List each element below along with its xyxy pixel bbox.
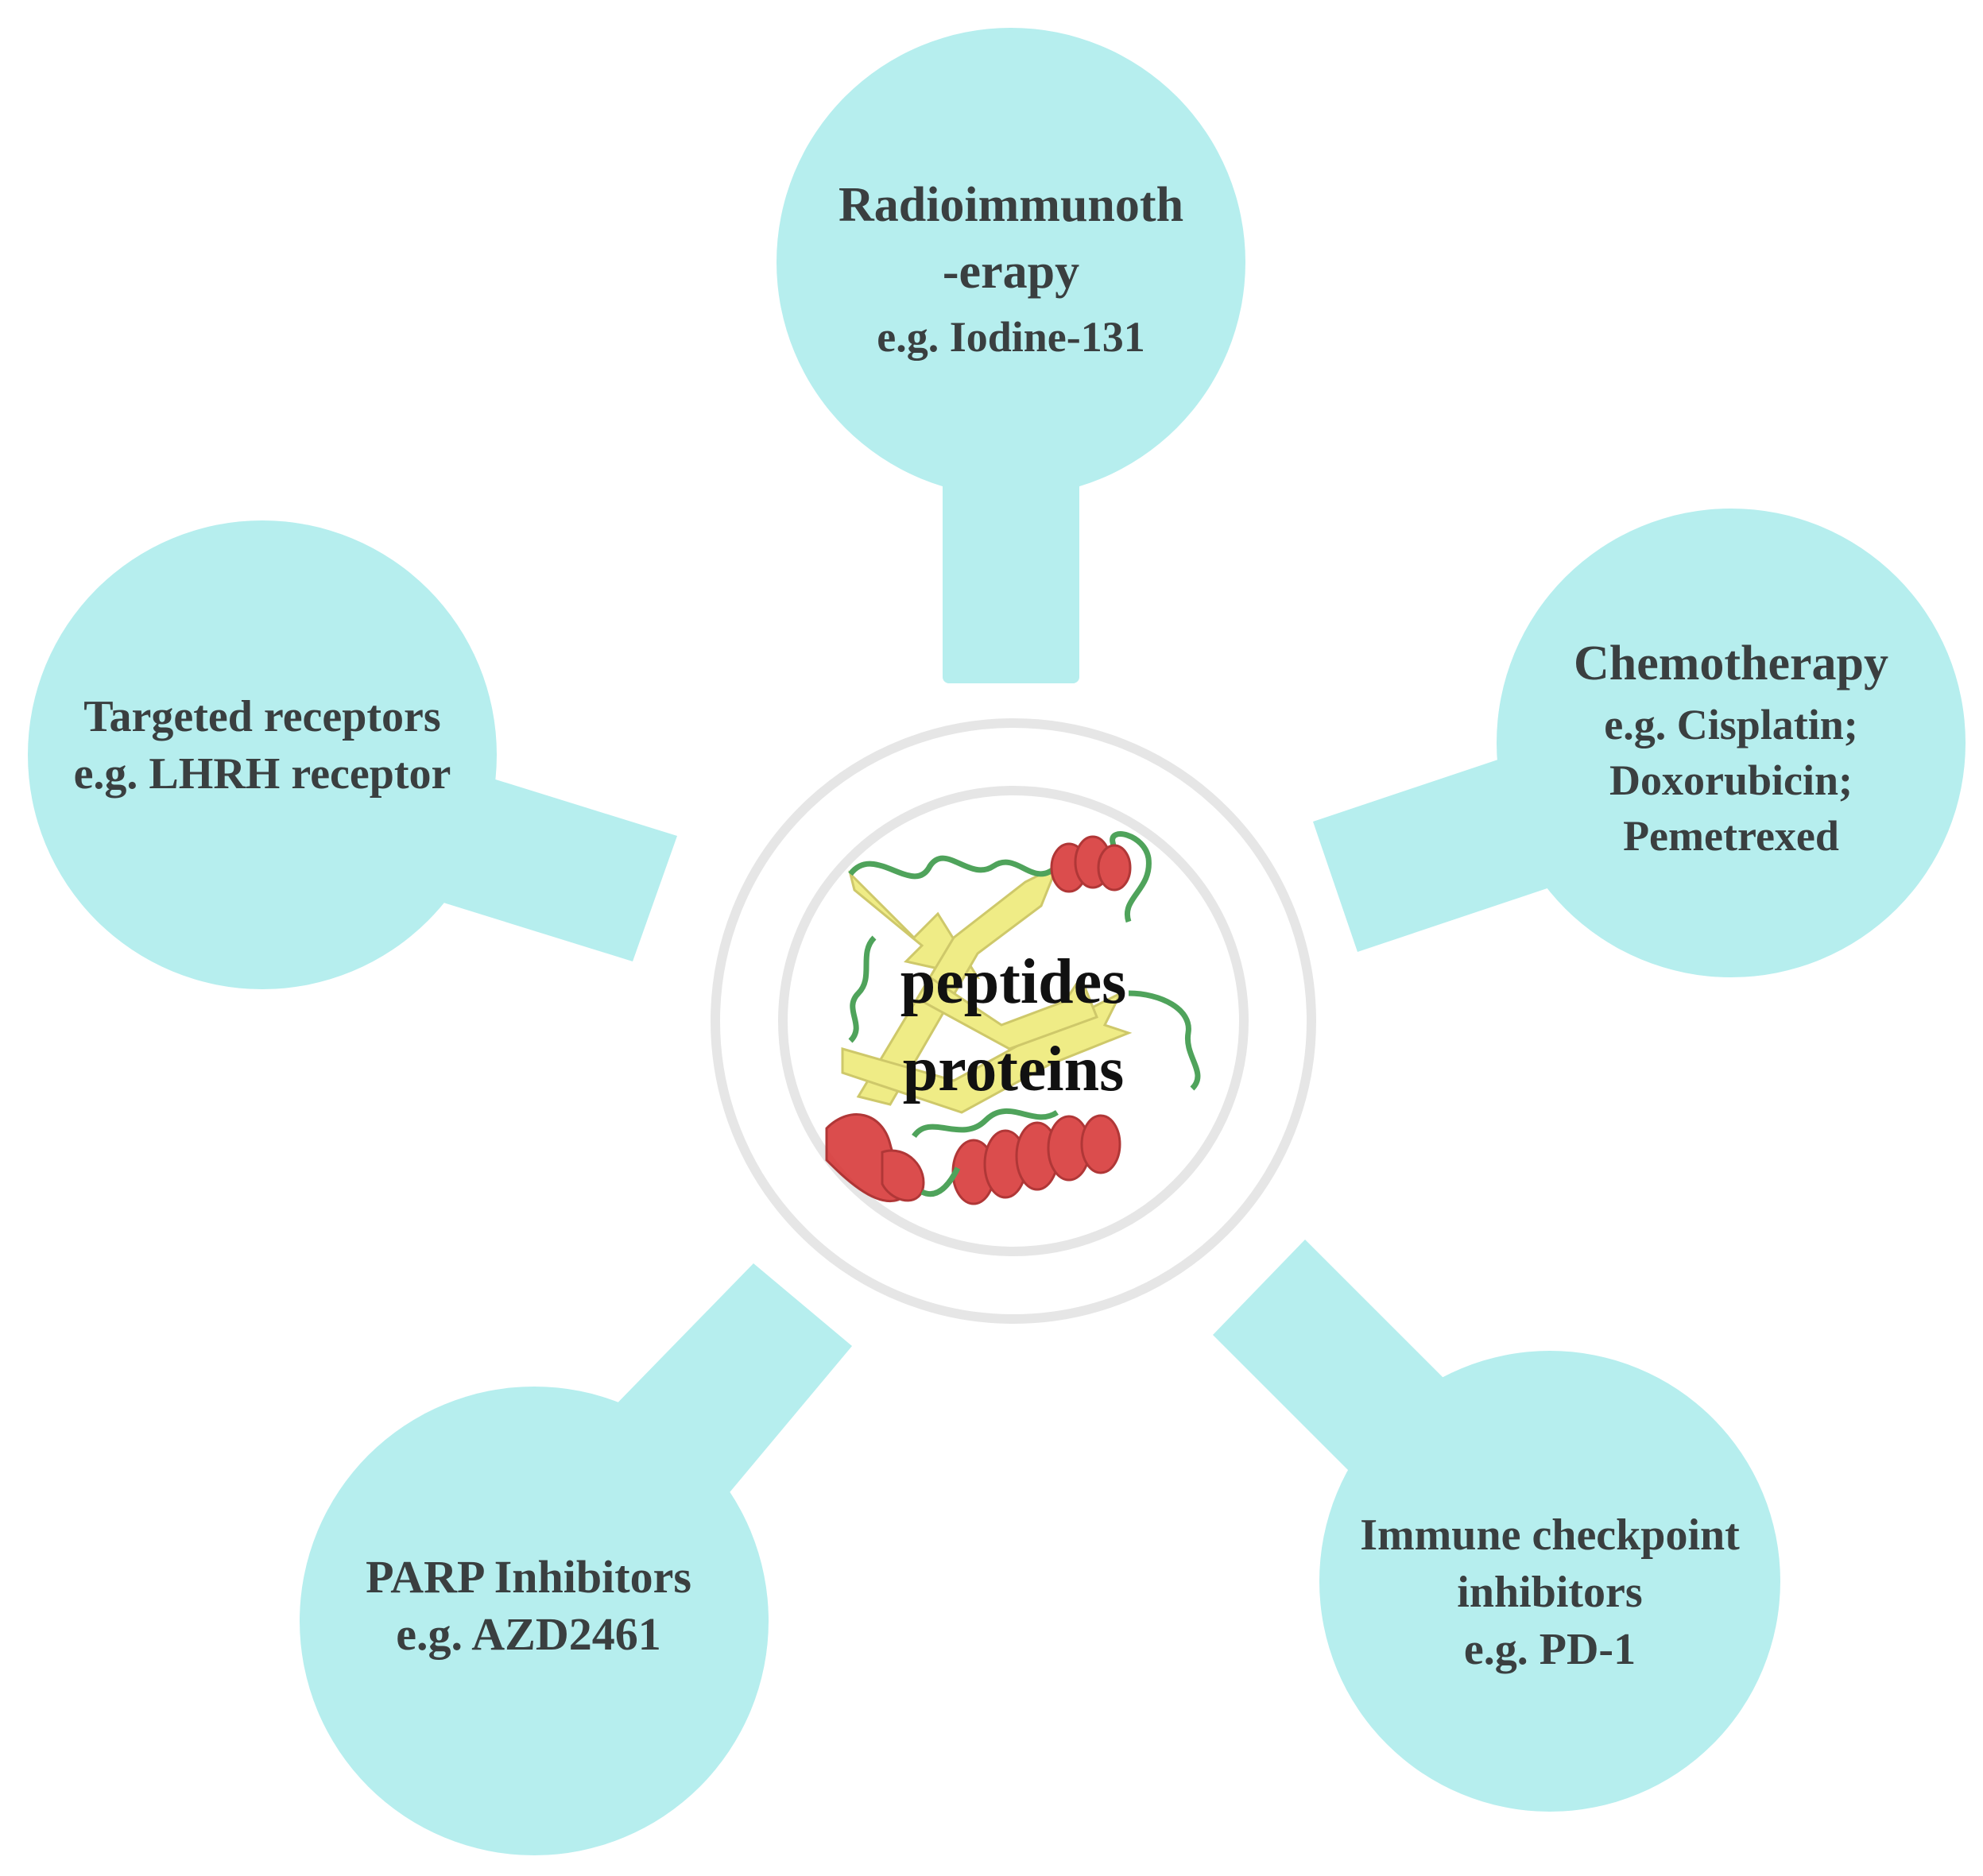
node-example-line3: Pemetrexed	[1623, 812, 1839, 860]
node-stem	[943, 413, 1079, 683]
beta-sheet-3	[841, 990, 1133, 1114]
center-label-proteins: proteins	[903, 1035, 1125, 1104]
node-immune-checkpoint-inhibitors: Immune checkpoint inhibitors e.g. PD-1	[1213, 1240, 1780, 1812]
node-radioimmunotherapy: Radioimmunoth -erapy e.g. Iodine-131	[777, 28, 1245, 683]
loop-5	[912, 1108, 1059, 1139]
outer-ring	[711, 718, 1316, 1324]
node-example: e.g. Iodine-131	[877, 313, 1145, 361]
node-title-line1: Immune checkpoint	[1360, 1510, 1740, 1560]
node-stem	[385, 759, 677, 961]
loop-3	[1128, 990, 1201, 1091]
loop-4	[848, 935, 877, 1043]
protein-ribbon-structure-icon	[825, 831, 1201, 1205]
node-title-line2: inhibitors	[1457, 1568, 1642, 1617]
loop-1	[848, 855, 1059, 880]
loop-6	[920, 1166, 961, 1197]
node-title-line2: -erapy	[943, 245, 1079, 299]
node-title: Chemotherapy	[1574, 636, 1888, 690]
center-label-peptides: peptides	[900, 947, 1127, 1017]
node-example-line1: e.g. Cisplatin;	[1604, 701, 1858, 748]
node-bubble	[28, 520, 497, 989]
node-example: e.g. LHRH receptor	[74, 749, 451, 799]
node-title: PARP Inhibitors	[366, 1551, 691, 1603]
beta-sheet-4	[920, 974, 1098, 1050]
node-stem	[1213, 1240, 1472, 1502]
helix-bottom	[951, 1114, 1121, 1205]
node-example: e.g. AZD2461	[396, 1608, 661, 1660]
node-title: Targeted receptors	[83, 692, 440, 741]
node-bubble	[1319, 1351, 1780, 1812]
node-stem	[574, 1263, 852, 1540]
node-parp-inhibitors: PARP Inhibitors e.g. AZD2461	[300, 1263, 852, 1855]
node-stem	[1313, 731, 1628, 952]
node-bubble	[777, 28, 1245, 497]
center-hub: peptides proteins	[711, 718, 1316, 1324]
helix-left	[825, 1113, 925, 1203]
inner-ring	[778, 786, 1249, 1256]
node-title-line1: Radioimmunoth	[839, 178, 1183, 232]
node-chemotherapy: Chemotherapy e.g. Cisplatin; Doxorubicin…	[1313, 509, 1966, 977]
helix-top	[1050, 835, 1132, 893]
node-targeted-receptors: Targeted receptors e.g. LHRH receptor	[28, 520, 677, 989]
node-example-line2: Doxorubicin;	[1609, 756, 1853, 804]
node-example: e.g. PD-1	[1464, 1625, 1636, 1674]
